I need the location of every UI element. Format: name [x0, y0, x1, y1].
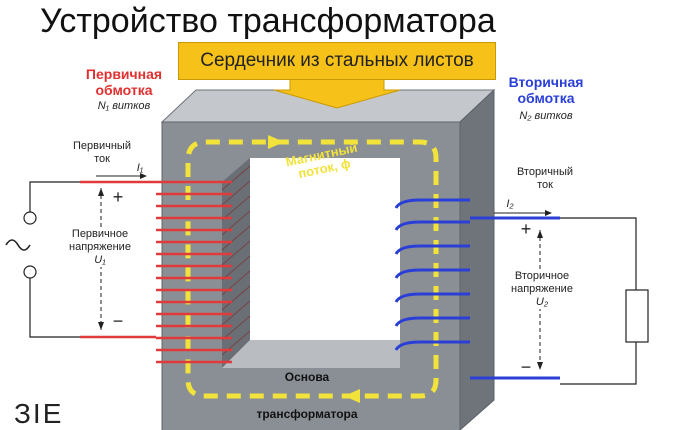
- secondary-winding-line2: обмотка: [517, 90, 575, 106]
- primary-plus-sign: +: [112, 187, 124, 207]
- secondary-voltage-line2: напряжение: [511, 283, 573, 295]
- secondary-winding-label: Вторичная обмотка: [496, 74, 596, 106]
- logo: ЗIЕ: [14, 398, 64, 429]
- lamination-lines: [221, 165, 251, 356]
- secondary-minus-sign: −: [520, 357, 532, 377]
- secondary-voltage-symbol: U₂: [535, 296, 549, 308]
- primary-current-line1: Первичный: [73, 140, 131, 152]
- primary-minus-sign: −: [112, 311, 124, 331]
- flux-arrow-bottom: [344, 389, 360, 403]
- primary-turns: N₁ витков: [97, 100, 151, 112]
- primary-current-symbol: I₁: [136, 162, 144, 174]
- secondary-current-label: Вторичный ток: [500, 166, 590, 192]
- primary-circuit: [5, 181, 80, 338]
- secondary-current-symbol: I₂: [506, 198, 514, 210]
- primary-winding-line2: обмотка: [95, 82, 153, 98]
- secondary-turns: N₂ витков: [519, 110, 573, 122]
- core-window-bottom: [222, 340, 400, 368]
- core-label: Сердечник из стальных листов: [178, 42, 496, 80]
- core-label-callout: Сердечник из стальных листов: [178, 42, 496, 80]
- page-title: Устройство трансформатора: [40, 2, 496, 40]
- primary-current-label: Первичный ток: [62, 140, 142, 166]
- secondary-current-line1: Вторичный: [516, 166, 574, 178]
- primary-voltage-label: Первичное напряжение U₁: [58, 228, 142, 267]
- core-window-left: [222, 158, 250, 368]
- flux-arrow-top: [268, 135, 284, 149]
- base-label-line2: трансформатора: [256, 407, 358, 421]
- secondary-coil: [394, 198, 560, 380]
- banner-arrow: [273, 77, 401, 109]
- primary-winding-line1: Первичная: [85, 66, 163, 82]
- secondary-plus-sign: +: [520, 219, 532, 239]
- secondary-voltage-label: Вторичное напряжение U₂: [500, 270, 584, 309]
- base-label-line1: Основа: [284, 370, 330, 384]
- primary-voltage-line2: напряжение: [69, 241, 131, 253]
- secondary-current-line2: ток: [537, 179, 553, 191]
- primary-current-line2: ток: [94, 153, 110, 165]
- primary-winding-label: Первичная обмотка: [74, 66, 174, 98]
- primary-voltage-symbol: U₁: [94, 254, 106, 266]
- primary-coil: [80, 180, 232, 364]
- core-window: [250, 158, 400, 340]
- secondary-winding-line1: Вторичная: [508, 74, 584, 90]
- primary-voltage-line1: Первичное: [71, 228, 129, 240]
- secondary-voltage-line1: Вторичное: [514, 270, 570, 282]
- secondary-circuit: [560, 217, 649, 385]
